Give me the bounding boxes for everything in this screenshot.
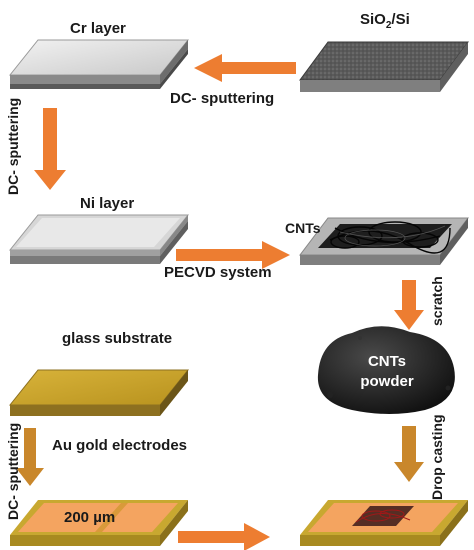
cr-layer-label: Cr layer <box>70 20 126 37</box>
deposited-cnts <box>352 506 414 526</box>
arrow-au-to-sensor <box>178 523 270 550</box>
arrow-powder-to-sensor <box>394 426 424 482</box>
sio2-si-substrate <box>299 41 469 92</box>
arrow-sio2-to-cr <box>194 54 296 82</box>
glass-substrate-label: glass substrate <box>62 330 172 347</box>
dc-sputtering-label-bottom: DC- sputtering <box>5 423 21 520</box>
ni-layer-substrate <box>8 214 190 264</box>
cnt-network <box>318 221 452 254</box>
au-gold-electrodes-label: Au gold electrodes <box>52 437 187 454</box>
cnts-powder-label-line2: powder <box>360 373 413 390</box>
au-electrode-chip <box>10 500 188 546</box>
cnts-powder-label-line1: CNTs <box>368 353 406 370</box>
arrow-cr-to-ni <box>34 108 66 190</box>
cr-layer-substrate <box>8 39 190 89</box>
cnts-label: CNTs <box>285 220 321 236</box>
cnts-substrate <box>298 217 470 265</box>
arrow-cnts-to-powder <box>394 280 424 330</box>
scratch-label: scratch <box>429 276 445 326</box>
dc-sputtering-label-left: DC- sputtering <box>5 98 21 195</box>
arrow-glass-to-au <box>16 428 44 486</box>
ni-layer-label: Ni layer <box>80 195 134 212</box>
pecvd-system-label: PECVD system <box>164 264 272 281</box>
gap-width-label: 200 µm <box>64 509 115 526</box>
cnts-powder-pile <box>317 326 455 414</box>
drop-casting-label: Drop casting <box>429 414 445 500</box>
glass-substrate-block <box>8 369 190 416</box>
dc-sputtering-label-top: DC- sputtering <box>170 90 274 107</box>
sio2-si-label: SiO2/Si <box>360 11 410 31</box>
arrow-ni-to-cnts <box>176 241 290 269</box>
cnt-sensor-chip <box>300 500 468 546</box>
